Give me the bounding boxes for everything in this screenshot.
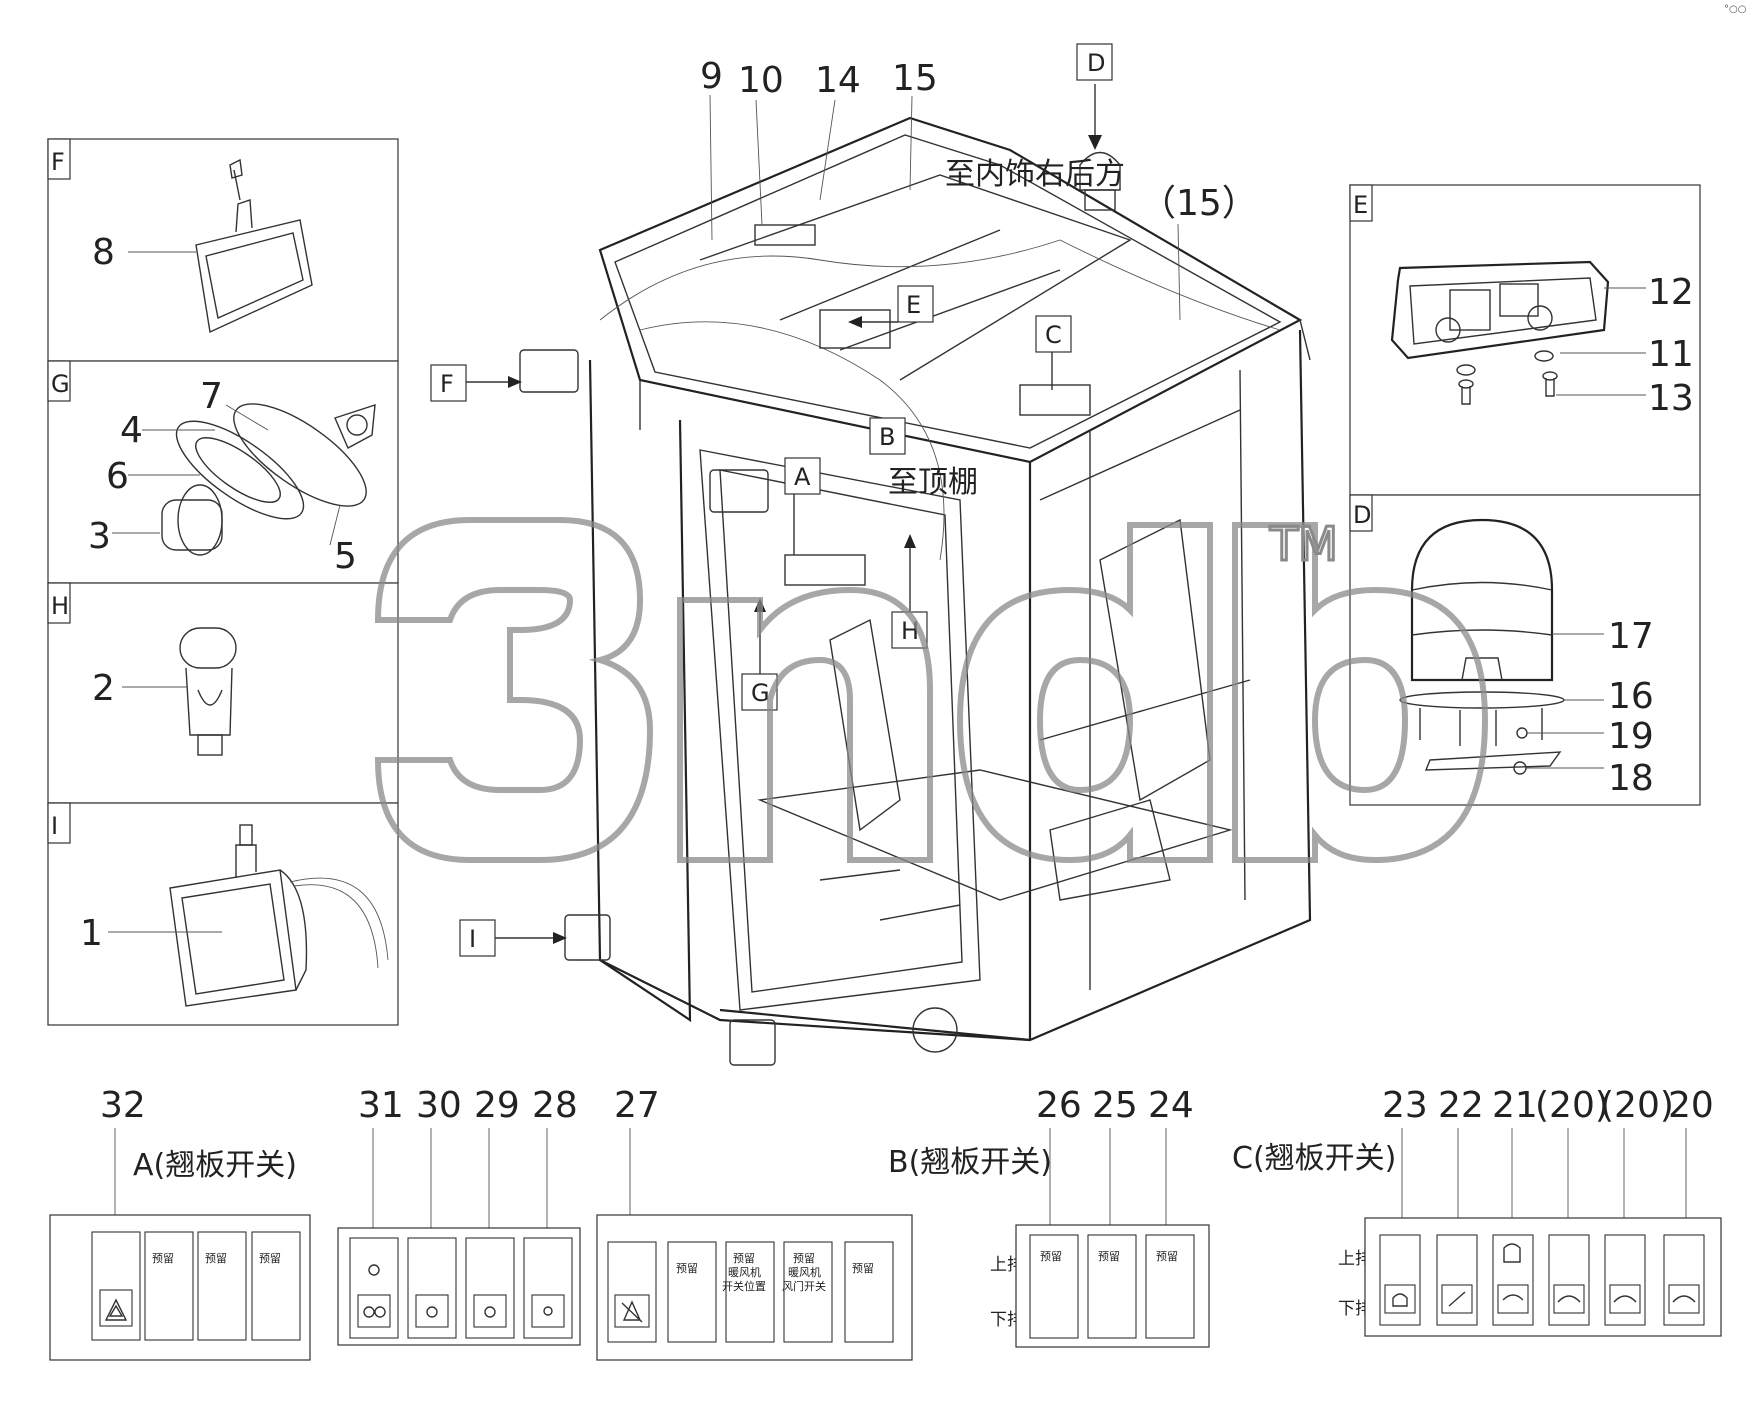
callout-16: 16 — [1608, 676, 1654, 717]
row-label-upper-C: 上排 — [1338, 1249, 1372, 1269]
detail-panel-I: I 1 — [47, 802, 399, 1026]
callout-9: 9 — [700, 56, 723, 97]
detail-panel-G: G 7 4 6 3 5 — [47, 360, 399, 584]
callout-27: 27 — [614, 1085, 660, 1126]
view-tag-I: I — [469, 925, 476, 953]
callout-17: 17 — [1608, 616, 1654, 657]
reserved-label-A5: 预留 暖风机 开关位置 — [722, 1252, 766, 1293]
callout-11: 11 — [1648, 334, 1694, 375]
callout-18: 18 — [1608, 758, 1654, 799]
callout-6: 6 — [106, 456, 129, 497]
reserved-label-B1: 预留 — [1040, 1250, 1062, 1263]
switch-group-A-title: A(翘板开关) — [133, 1148, 297, 1183]
callout-15: 15 — [892, 58, 938, 99]
switch-group-B: B(翘板开关) 26 25 24 上排 下排 预留 预留 预留 — [888, 1085, 1210, 1348]
callout-22: 22 — [1438, 1085, 1484, 1126]
callout-20-paren-1: (20) — [1535, 1085, 1609, 1126]
reserved-label-A2: 预留 — [205, 1252, 227, 1265]
panel-letter-G: G — [51, 370, 70, 398]
callout-29: 29 — [474, 1085, 520, 1126]
reserved-label-A3: 预留 — [259, 1252, 281, 1265]
switch-group-A: A(翘板开关) 32 上排 下排 预留 预留 预留 31 30 29 28 — [49, 1085, 913, 1361]
view-tag-B: B — [879, 423, 895, 451]
callout-26: 26 — [1036, 1085, 1082, 1126]
callout-23: 23 — [1382, 1085, 1428, 1126]
callout-13: 13 — [1648, 378, 1694, 419]
callout-24: 24 — [1148, 1085, 1194, 1126]
reserved-label-B2: 预留 — [1098, 1250, 1120, 1263]
view-tag-E: E — [906, 291, 921, 319]
callout-21: 21 — [1492, 1085, 1538, 1126]
note-to-ceiling: 至顶棚 — [888, 465, 978, 500]
callout-14: 14 — [815, 60, 861, 101]
view-tag-C: C — [1045, 321, 1062, 349]
switch-group-B-title: B(翘板开关) — [888, 1145, 1052, 1180]
panel-letter-I: I — [51, 812, 58, 840]
panel-letter-D: D — [1353, 501, 1371, 529]
callout-20: 20 — [1668, 1085, 1714, 1126]
reserved-label-A4: 预留 — [676, 1262, 698, 1275]
panel-letter-E: E — [1353, 191, 1368, 219]
view-tag-A: A — [794, 463, 811, 491]
callout-30: 30 — [416, 1085, 462, 1126]
cab-assembly-drawing — [519, 116, 1312, 1066]
callout-10: 10 — [738, 60, 784, 101]
callout-8: 8 — [92, 232, 115, 273]
callout-12: 12 — [1648, 272, 1694, 313]
switch-group-C: C(翘板开关) 23 22 21 (20) (20) 20 上排 下排 — [1232, 1085, 1722, 1337]
note-to-rear-right: 至内饰右后方 — [945, 157, 1125, 192]
callout-2: 2 — [92, 668, 115, 709]
watermark-trademark: TM — [1269, 517, 1338, 571]
top-callouts: 9 10 14 15 （15） 至内饰右后方 至顶棚 — [700, 56, 1258, 500]
detail-panel-H: H 2 — [47, 582, 399, 804]
callout-4: 4 — [120, 410, 143, 451]
callout-15-paren: （15） — [1140, 183, 1258, 224]
reserved-label-B3: 预留 — [1156, 1250, 1178, 1263]
detail-panel-F: F 8 — [47, 138, 399, 362]
callout-5: 5 — [334, 536, 357, 577]
callout-28: 28 — [532, 1085, 578, 1126]
view-tag-D: D — [1087, 49, 1105, 77]
corner-mark: °○○ — [1724, 4, 1746, 15]
detail-panel-D: D 17 16 19 18 — [1349, 494, 1701, 806]
reserved-label-A7: 预留 — [852, 1262, 874, 1275]
row-label-lower-C: 下排 — [1338, 1299, 1372, 1319]
callout-19: 19 — [1608, 716, 1654, 757]
callout-31: 31 — [358, 1085, 404, 1126]
callout-7: 7 — [200, 376, 223, 417]
callout-20-paren-2: (20) — [1600, 1085, 1674, 1126]
watermark-logo: TM — [374, 516, 1489, 864]
view-tags: D E C F B A H G I — [430, 43, 1113, 957]
reserved-label-A6: 预留 暖风机 风门开关 — [782, 1252, 826, 1293]
switch-group-C-title: C(翘板开关) — [1232, 1141, 1396, 1176]
view-tag-F: F — [440, 370, 454, 398]
callout-32: 32 — [100, 1085, 146, 1126]
panel-letter-F: F — [51, 148, 65, 176]
view-tag-G: G — [751, 679, 770, 707]
callout-1: 1 — [80, 913, 103, 954]
reserved-label-A1: 预留 — [152, 1252, 174, 1265]
callout-25: 25 — [1092, 1085, 1138, 1126]
panel-letter-H: H — [51, 592, 69, 620]
detail-panel-E: E 12 11 13 — [1349, 184, 1701, 496]
callout-3: 3 — [88, 516, 111, 557]
